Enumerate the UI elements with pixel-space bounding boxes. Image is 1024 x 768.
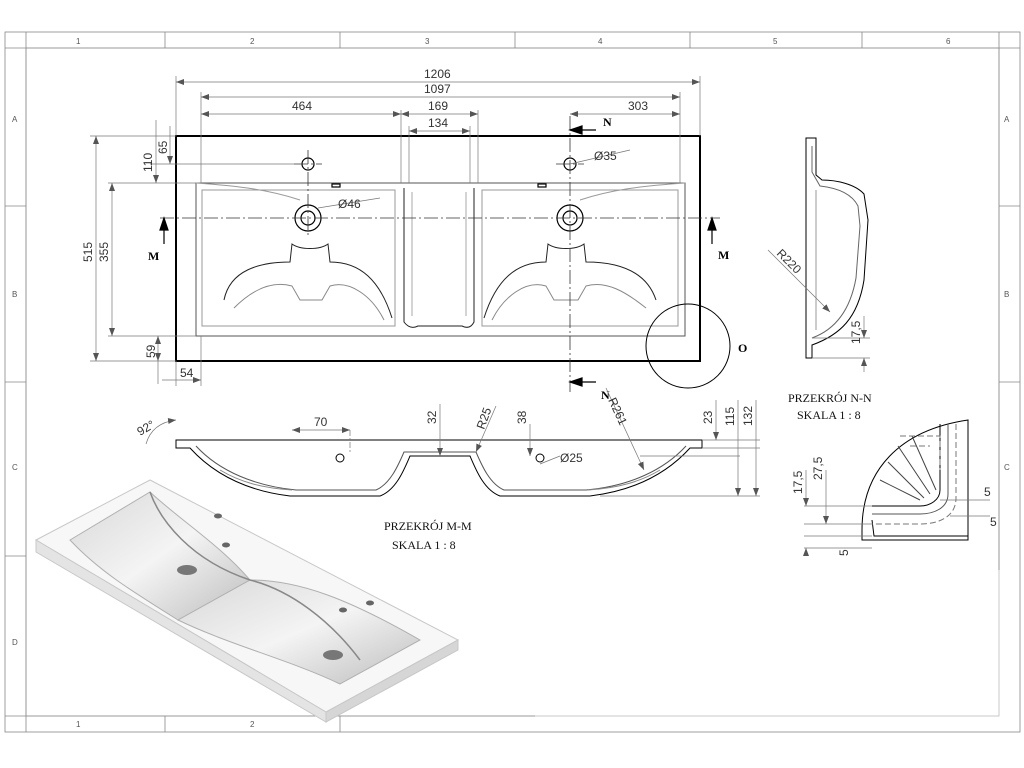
dim-dia46: Ø46	[338, 197, 361, 211]
detail-o-dims	[803, 470, 990, 556]
section-mm-title: PRZEKRÓJ M-M	[384, 519, 472, 533]
plan-dimensions	[90, 76, 701, 386]
detail-o-view: 17,5 27,5 5 5 5	[791, 419, 997, 556]
dim-nn-17-5: 17,5	[849, 320, 863, 344]
dim-464: 464	[292, 99, 312, 113]
grid-col-2: 2	[250, 37, 255, 46]
detail-label-o: O	[738, 341, 747, 355]
dim-515: 515	[81, 242, 95, 262]
dim-detail-5-c: 5	[837, 549, 851, 556]
dim-303: 303	[628, 99, 648, 113]
dim-r25: R25	[474, 405, 495, 431]
grid-col-3: 3	[425, 37, 430, 46]
section-mark-m-right: M	[718, 248, 729, 262]
grid-col-bottom-2: 2	[250, 720, 255, 729]
detail-o-profile	[871, 424, 969, 537]
section-mark-m-left: M	[148, 249, 159, 263]
section-nn-scale: SKALA 1 : 8	[797, 408, 861, 422]
section-mm-scale: SKALA 1 : 8	[392, 538, 456, 552]
drawing-frame	[4, 31, 1021, 733]
detail-circle-o	[645, 303, 731, 389]
grid-col-6: 6	[946, 37, 951, 46]
section-nn-profile	[805, 137, 869, 359]
isometric-render	[34, 479, 460, 723]
dim-65: 65	[156, 140, 170, 154]
dim-355: 355	[97, 242, 111, 262]
dim-110: 110	[141, 153, 155, 172]
section-nn-dims	[767, 249, 870, 372]
section-nn-view: R220 17,5 PRZEKRÓJ N-N SKALA 1 : 8	[767, 137, 872, 422]
section-mm-view: 92° 70 32 R25 38 R261 23 115 132 Ø25 PRZ…	[135, 387, 760, 552]
grid-row-a: A	[12, 115, 18, 124]
dim-70: 70	[314, 415, 328, 429]
grid-col-1: 1	[76, 37, 81, 46]
section-mark-n-bottom: N	[601, 388, 610, 402]
dim-38: 38	[515, 410, 529, 424]
grid-labels: 1 2 3 4 5 6 1 2 A B C D A B C	[12, 37, 1010, 729]
grid-row-c-right: C	[1004, 463, 1010, 472]
dim-115: 115	[723, 407, 737, 426]
plan-dimension-labels: 1206 1097 464 169 134 303 Ø35 Ø46 110 65…	[81, 67, 648, 380]
dim-32: 32	[425, 410, 439, 424]
basin-outline	[175, 135, 701, 362]
dim-detail-5-b: 5	[990, 515, 997, 529]
dim-23: 23	[701, 410, 715, 424]
dim-r261: R261	[605, 395, 630, 427]
dim-54: 54	[180, 366, 194, 380]
plan-view: M M N N O	[81, 67, 747, 402]
dim-59: 59	[144, 344, 158, 358]
render-drain-left-icon	[177, 565, 197, 575]
grid-row-b-right: B	[1004, 290, 1009, 299]
dim-1097: 1097	[424, 82, 451, 96]
grid-row-a-right: A	[1004, 115, 1010, 124]
grid-col-bottom-1: 1	[76, 720, 81, 729]
section-tap-hole-left-icon	[335, 453, 345, 463]
section-mark-n-top: N	[603, 115, 612, 129]
section-nn-title: PRZEKRÓJ N-N	[788, 391, 872, 405]
dim-132: 132	[741, 406, 755, 426]
grid-row-c: C	[12, 463, 18, 472]
grid-col-4: 4	[598, 37, 603, 46]
holes	[294, 157, 584, 232]
dim-detail-27-5: 27,5	[811, 456, 825, 480]
section-mm-profile	[175, 439, 703, 497]
dim-134: 134	[428, 116, 448, 130]
basin-bowls	[195, 182, 686, 337]
section-arrows-m	[159, 125, 717, 387]
grid-row-d: D	[12, 638, 18, 647]
section-mm-dims	[145, 387, 760, 497]
dim-169: 169	[428, 99, 448, 113]
grid-col-5: 5	[773, 37, 778, 46]
section-tap-hole-right-icon	[535, 453, 545, 463]
dim-dia35: Ø35	[594, 149, 617, 163]
dim-detail-17-5: 17,5	[791, 470, 805, 494]
center-lines	[160, 116, 720, 392]
dim-dia25: Ø25	[560, 451, 583, 465]
render-drain-right-icon	[323, 650, 343, 660]
dim-detail-5-a: 5	[984, 485, 991, 499]
dim-92-deg: 92°	[135, 417, 158, 438]
grid-row-b: B	[12, 290, 17, 299]
dim-r220: R220	[774, 246, 804, 276]
dim-1206: 1206	[424, 67, 451, 81]
